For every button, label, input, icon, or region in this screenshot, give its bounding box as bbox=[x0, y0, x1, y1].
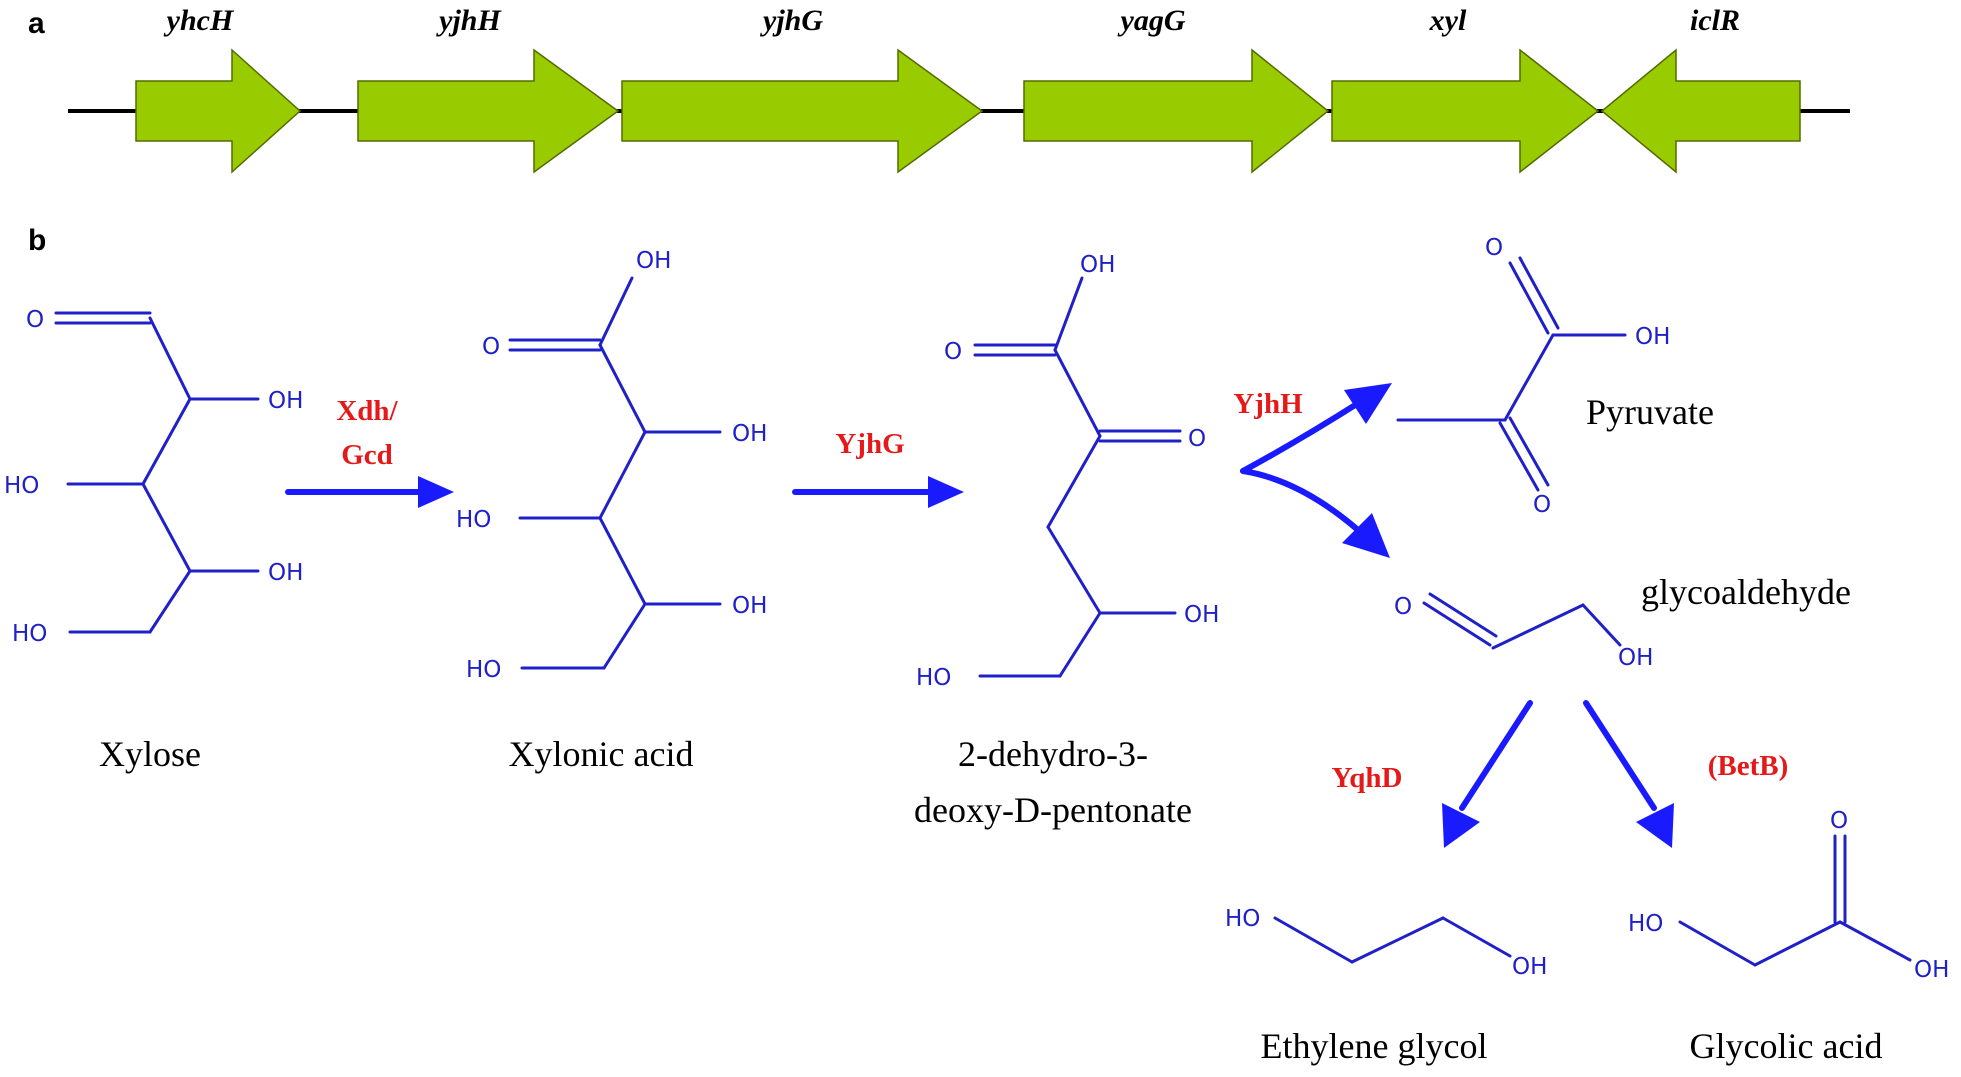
arrow-yqhd-head bbox=[1442, 803, 1480, 848]
glycolic-acid-atom-o: O bbox=[1830, 808, 1848, 834]
arrow-betb-head bbox=[1636, 803, 1674, 848]
xylose-atom-ho-2: HO bbox=[12, 621, 47, 647]
compound-label-ddp-line1: 2-dehydro-3- bbox=[958, 734, 1148, 774]
glycolic-acid-atom-oh: OH bbox=[1914, 957, 1949, 983]
pyruvate-structure: O OH O bbox=[1396, 235, 1670, 518]
gene-label-yjhh: yjhH bbox=[436, 4, 502, 37]
enzyme-label-yqhd: YqhD bbox=[1332, 762, 1403, 794]
arrow-yjhh-lower-head bbox=[1342, 513, 1390, 558]
xylonic-atom-ho-2: HO bbox=[466, 657, 501, 683]
arrow-yjhh-upper bbox=[1240, 399, 1363, 474]
ddp-atom-o-2: O bbox=[1188, 426, 1206, 452]
gene-arrow-iclr bbox=[1600, 48, 1801, 174]
compound-label-pyruvate: Pyruvate bbox=[1586, 392, 1714, 432]
xylonic-atom-oh-acid: OH bbox=[636, 248, 671, 274]
gene-label-yagg: yagG bbox=[1118, 4, 1186, 37]
compound-label-ethylene-glycol: Ethylene glycol bbox=[1261, 1026, 1488, 1066]
compound-label-xylonic-acid: Xylonic acid bbox=[509, 734, 694, 774]
gene-arrow-yjhg bbox=[621, 48, 984, 174]
arrow-yjhh-upper-head bbox=[1344, 383, 1392, 424]
gene-label-yhch: yhcH bbox=[164, 4, 235, 37]
enzyme-label-yjhg: YjhG bbox=[835, 428, 904, 460]
ddp-atom-ho: HO bbox=[916, 665, 951, 691]
pyruvate-atom-oh: OH bbox=[1635, 324, 1670, 350]
compound-label-glycoaldehyde: glycoaldehyde bbox=[1641, 572, 1851, 612]
gene-label-xyl: xyl bbox=[1429, 4, 1467, 37]
enzyme-label-gcd: Gcd bbox=[341, 439, 393, 471]
xylose-structure: O OH HO OH HO bbox=[4, 307, 303, 647]
glycoaldehyde-atom-o: O bbox=[1394, 594, 1412, 620]
gene-arrows bbox=[135, 48, 1801, 174]
gene-arrow-yagg bbox=[1023, 48, 1330, 174]
arrow-yqhd bbox=[1459, 700, 1533, 811]
arrow-betb bbox=[1583, 700, 1657, 811]
panel-a-label: a bbox=[28, 7, 45, 40]
xylose-atom-oh-1: OH bbox=[268, 388, 303, 414]
enzyme-label-yjhh: YjhH bbox=[1233, 388, 1303, 420]
panel-b-label: b bbox=[28, 224, 46, 257]
xylonic-atom-oh-2: OH bbox=[732, 593, 767, 619]
enzyme-label-betb: (BetB) bbox=[1708, 750, 1789, 782]
gene-arrow-yjhh bbox=[357, 48, 620, 174]
ethylene-glycol-atom-oh: OH bbox=[1512, 954, 1547, 980]
xylonic-atom-oh-1: OH bbox=[732, 421, 767, 447]
arrow-yjhg-head bbox=[928, 476, 964, 508]
ddp-atom-o-1: O bbox=[944, 339, 962, 365]
ddp-atom-oh-acid: OH bbox=[1080, 252, 1115, 278]
arrow-xdh-head bbox=[418, 476, 454, 508]
xylonic-acid-structure: OH O OH HO OH HO bbox=[456, 248, 767, 683]
pyruvate-atom-o-1: O bbox=[1485, 235, 1503, 261]
xylose-atom-oh-2: OH bbox=[268, 560, 303, 586]
xylose-atom-ho-1: HO bbox=[4, 473, 39, 499]
glycolic-acid-atom-ho: HO bbox=[1628, 911, 1663, 937]
gene-arrow-xyl bbox=[1331, 48, 1600, 174]
ethylene-glycol-atom-ho: HO bbox=[1225, 906, 1260, 932]
compound-label-xylose: Xylose bbox=[99, 734, 201, 774]
xylonic-atom-o: O bbox=[482, 334, 500, 360]
compound-label-glycolic-acid: Glycolic acid bbox=[1690, 1026, 1883, 1066]
pyruvate-atom-o-2: O bbox=[1533, 492, 1551, 518]
gene-arrow-yhch bbox=[135, 48, 302, 174]
xylose-atom-o: O bbox=[26, 307, 44, 333]
arrow-yjhh-lower bbox=[1240, 468, 1361, 533]
compound-label-ddp-line2: deoxy-D-pentonate bbox=[914, 790, 1192, 830]
glycoaldehyde-atom-oh: OH bbox=[1618, 645, 1653, 671]
enzyme-label-xdh: Xdh/ bbox=[336, 395, 398, 427]
gene-label-iclr: iclR bbox=[1690, 4, 1740, 37]
gene-label-yjhg: yjhG bbox=[760, 4, 823, 37]
ethylene-glycol-structure: HO OH bbox=[1225, 906, 1547, 980]
xylonic-atom-ho-1: HO bbox=[456, 507, 491, 533]
glycolic-acid-structure: HO O OH bbox=[1628, 808, 1949, 983]
ddp-atom-oh: OH bbox=[1184, 602, 1219, 628]
ddp-structure: OH O O OH HO bbox=[916, 252, 1219, 691]
glycoaldehyde-structure: O OH bbox=[1394, 592, 1653, 671]
